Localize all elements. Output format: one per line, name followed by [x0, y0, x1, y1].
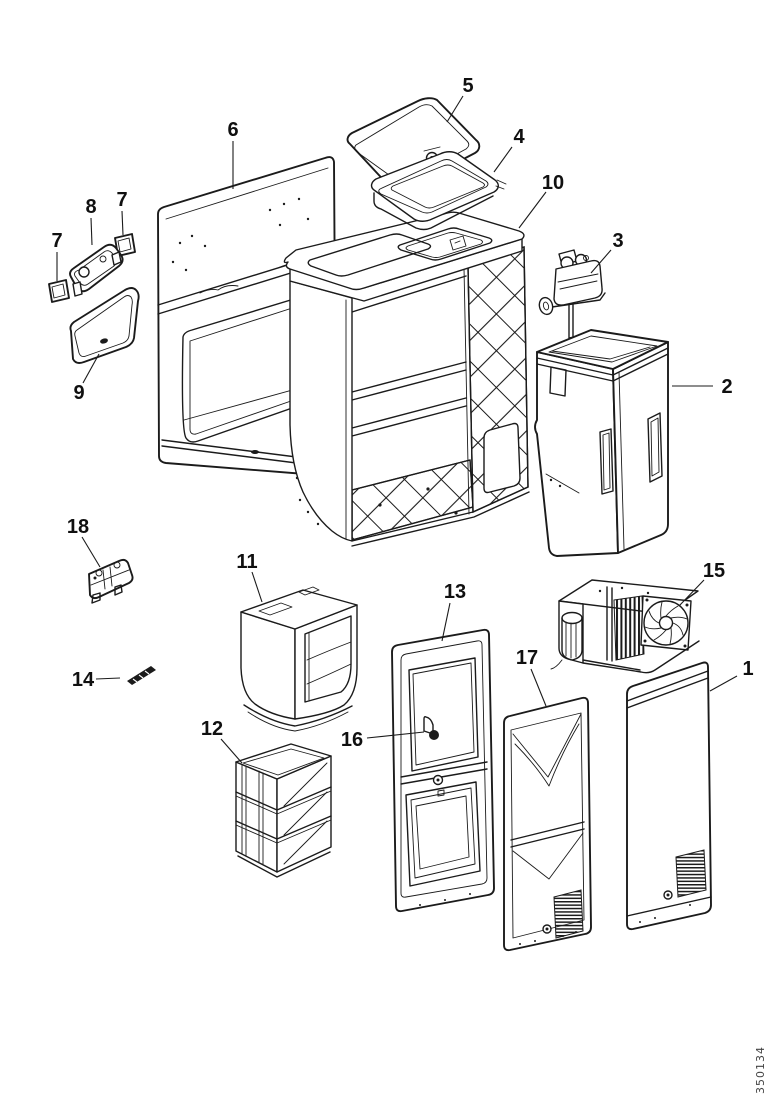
callout-7-upper: 7	[116, 189, 127, 211]
callout-2: 2	[721, 376, 732, 398]
callout-17: 17	[516, 647, 538, 669]
callout-15: 15	[703, 560, 725, 582]
leader-8	[90, 217, 93, 246]
callout-18: 18	[67, 516, 89, 538]
callout-14: 14	[72, 669, 95, 691]
leader-9	[82, 353, 100, 384]
part-outer-door-panel	[626, 661, 712, 931]
part-trim-strip	[95, 666, 156, 685]
leader-16	[366, 731, 425, 739]
callout-4: 4	[513, 126, 525, 148]
part-middle-door-panel	[503, 696, 592, 952]
callout-10: 10	[542, 172, 564, 194]
callout-8: 8	[85, 196, 96, 218]
leader-18	[81, 536, 101, 568]
callout-1: 1	[742, 658, 753, 680]
leader-13	[441, 602, 451, 642]
part-hinge-bracket	[69, 243, 124, 297]
part-lower-panel	[69, 287, 140, 364]
leader-1	[709, 675, 738, 692]
callout-9: 9	[73, 382, 84, 404]
callout-11: 11	[236, 551, 257, 573]
part-liner-bin	[534, 329, 669, 557]
leader-11	[251, 571, 263, 603]
leader-4	[493, 146, 513, 173]
part-thermostat	[538, 249, 606, 339]
leader-17	[530, 668, 547, 707]
callout-16: 16	[341, 729, 363, 751]
callout-7-lower: 7	[51, 230, 62, 252]
part-basket-stack	[235, 743, 332, 878]
leader-10	[518, 191, 547, 229]
callout-12: 12	[201, 718, 223, 740]
callouts: 5 6 4 10 8 7 7 3 9 2 18 11 13 15 14 16 1…	[51, 75, 754, 764]
part-main-cabinet-body	[283, 211, 530, 547]
part-inner-tray	[370, 151, 507, 231]
callout-13: 13	[444, 581, 466, 603]
part-cooling-unit	[550, 579, 700, 674]
callout-3: 3	[612, 230, 623, 252]
leader-12	[220, 738, 243, 764]
part-compartment-cover	[240, 586, 358, 732]
part-door-latch	[423, 716, 439, 740]
part-inner-door-frame	[391, 628, 495, 913]
callout-5: 5	[462, 75, 473, 97]
callout-6: 6	[227, 119, 238, 141]
part-pad-lower	[48, 279, 70, 303]
leader-15	[678, 579, 705, 607]
leader-7-upper	[121, 210, 124, 236]
leader-3	[590, 249, 612, 274]
leader-5	[446, 95, 464, 123]
drawing-number: 350134	[754, 1046, 767, 1094]
part-switch-housing	[88, 558, 134, 604]
